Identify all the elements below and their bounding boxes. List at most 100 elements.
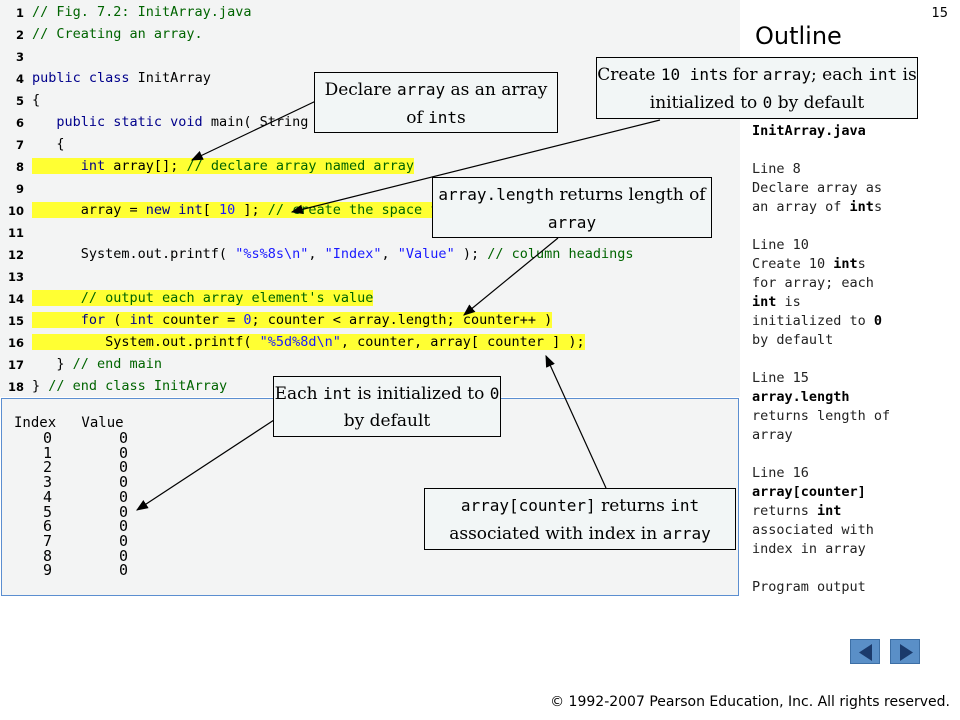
code-token: // declare array named array [186,158,415,174]
arrow-init [135,419,275,511]
output-value: 0 [119,473,129,492]
note-line16-label: Line 16 [752,465,809,481]
code-line: 17 } // end main [0,354,740,376]
note-program-output: Program output [752,579,866,595]
arrow-length [463,237,559,316]
callout-create: Create 10 ints for array; each int is in… [596,57,918,119]
code-line: 11 [0,222,740,244]
line-number: 15 [7,314,24,328]
code-token: // Fig. 7.2: InitArray.java [32,4,252,20]
note-text: s [873,199,883,215]
line-number: 9 [15,182,24,196]
code-line: 7 { [0,134,740,156]
output-value: 0 [119,487,129,506]
output-value: 0 [119,546,129,565]
line-number: 17 [7,358,24,372]
note-line15-label: Line 15 [752,370,809,386]
note-line10-label: Line 10 [752,237,809,253]
arrow-create [290,119,661,215]
callout-text: returns length of [553,185,706,205]
output-index: 5 [43,502,53,521]
code-text: int array[]; // declare array named arra… [32,158,415,174]
code-text: // Creating an array. [32,26,203,42]
callout-text: Each [274,384,324,404]
callout-code: 0 [762,93,773,112]
code-token: "Index" [324,246,382,262]
code-token: System.out.printf( [32,246,236,262]
code-token: ]; [235,202,268,218]
code-token: ; counter < array.length; counter++ ) [251,312,553,328]
callout-text: ; each [811,65,869,85]
code-token: , [381,246,398,262]
callout-code: int [868,65,898,84]
note-bold: array.length [752,389,850,405]
code-token: 10 [218,202,236,218]
slide-number: 15 [931,6,948,21]
line-number: 8 [15,160,24,174]
line-number: 13 [7,270,24,284]
output-value: 0 [119,429,129,447]
code-token: { [32,136,65,152]
callout-text: Declare [324,80,397,100]
code-token: } [32,378,49,394]
callout-text: s for [718,65,763,85]
code-line: 18} // end class InitArray [0,376,740,398]
code-token: // end class InitArray [48,378,228,394]
note-line8-text: Declare array as [752,180,883,196]
code-token: // Creating an array. [32,26,203,42]
code-line: 2// Creating an array. [0,24,740,46]
note-text: initialized to [752,313,874,329]
output-index: 2 [43,458,53,477]
code-token: , counter, array[ counter ] ); [340,334,585,350]
note-text: an array of [752,199,850,215]
callout-code: array [547,213,597,232]
code-token: // end main [72,356,163,372]
code-token: public static void [32,114,211,130]
code-token: InitArray [137,70,211,86]
note-bold: int [833,256,858,272]
code-line: 5{ [0,90,740,112]
callout-code: array [396,80,446,99]
code-line: 9 [0,178,740,200]
side-notes: InitArray.java Line 8 Declare array as a… [752,122,952,597]
code-text: public class InitArray [32,70,211,86]
note-text: returns length of [752,408,891,424]
code-token: // column headings [487,246,634,262]
left-arrow-icon [859,644,872,661]
code-token: array[]; [113,158,187,174]
code-token: array = [32,202,146,218]
code-line: 1 // Fig. 7.2: InitArray.java [0,2,740,24]
line-number: 6 [15,116,24,130]
note-text: returns [752,503,818,519]
code-token: int [129,312,163,328]
arrow-counter [545,354,607,489]
line-number: 7 [15,138,24,152]
callout-code: 0 [489,384,500,403]
code-line: 16 System.out.printf( "%5d%8d\n", counte… [0,332,740,354]
output-value: 0 [119,443,129,462]
outline-title: Outline [755,22,842,50]
next-slide-button[interactable] [890,639,920,664]
code-token: "%5d%8d\n" [259,334,341,350]
code-text: { [32,92,40,108]
code-text: { [32,136,65,152]
output-index: 6 [43,517,53,536]
output-value: 0 [119,531,129,550]
output-value: 0 [119,502,129,521]
code-token: int [80,158,114,174]
line-number: 10 [7,204,24,218]
callout-text: as an array of [406,80,548,128]
output-index: 3 [43,473,53,492]
note-text: array [752,427,793,443]
line-number: 1 [15,6,24,20]
output-value: 0 [119,458,129,477]
code-text: } // end class InitArray [32,378,227,394]
line-number: 4 [15,72,24,86]
output-index: 9 [43,561,53,580]
code-token: } [32,356,73,372]
code-line: 12 System.out.printf( "%s%8s\n", "Index"… [0,244,740,266]
previous-slide-button[interactable] [850,639,880,664]
callout-length: array.length returns length of array [432,177,712,238]
code-token: System.out.printf( [32,334,260,350]
